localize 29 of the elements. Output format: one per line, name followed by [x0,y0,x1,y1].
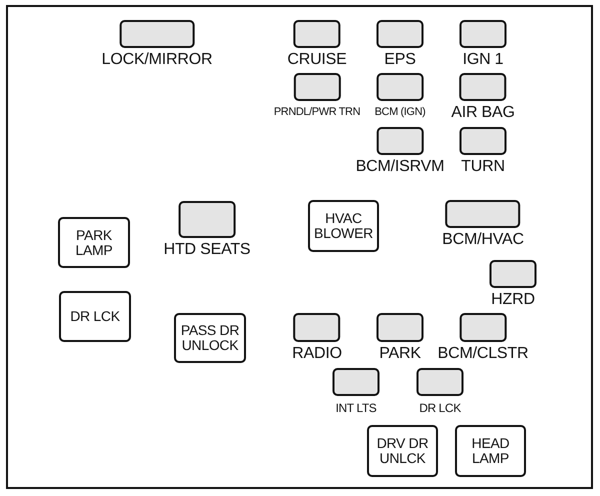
fuse-label: CRUISE [287,52,347,68]
fuse-label: PRNDL/PWR TRN [274,107,360,118]
relay-label: HVAC BLOWER [313,211,374,241]
fuse-label: RADIO [292,346,342,362]
relay-label: DR LCK [70,309,120,324]
relay-label: HEAD LAMP [470,436,510,466]
fuse-label: BCM/CLSTR [438,346,528,362]
fuse-label: BCM/HVAC [442,232,524,248]
relay-box [174,313,246,363]
fuse-label: IGN 1 [462,52,504,68]
fuse-label: AIR BAG [451,105,515,121]
fuse-label: BCM (IGN) [374,107,426,118]
fuse-label: DR LCK [419,402,461,414]
fuse-label: PARK [379,346,421,362]
fuse-label: HZRD [491,292,535,308]
relay-box [367,425,438,477]
relay-label: PARK LAMP [74,228,114,258]
fuse-label: BCM/ISRVM [356,159,444,175]
relay-box [308,200,379,252]
relay-box [59,291,131,342]
relay-box [455,425,526,477]
fuse-label: LOCK/MIRROR [102,52,212,68]
fuse-label: HTD SEATS [164,242,250,258]
fuse-label: TURN [461,159,505,175]
relay-label: DRV DR UNLCK [376,436,430,466]
relay-box [58,217,130,268]
relay-label: PASS DR UNLOCK [180,323,240,353]
fuse-label: EPS [384,52,416,68]
fuse-label: INT LTS [336,402,376,414]
